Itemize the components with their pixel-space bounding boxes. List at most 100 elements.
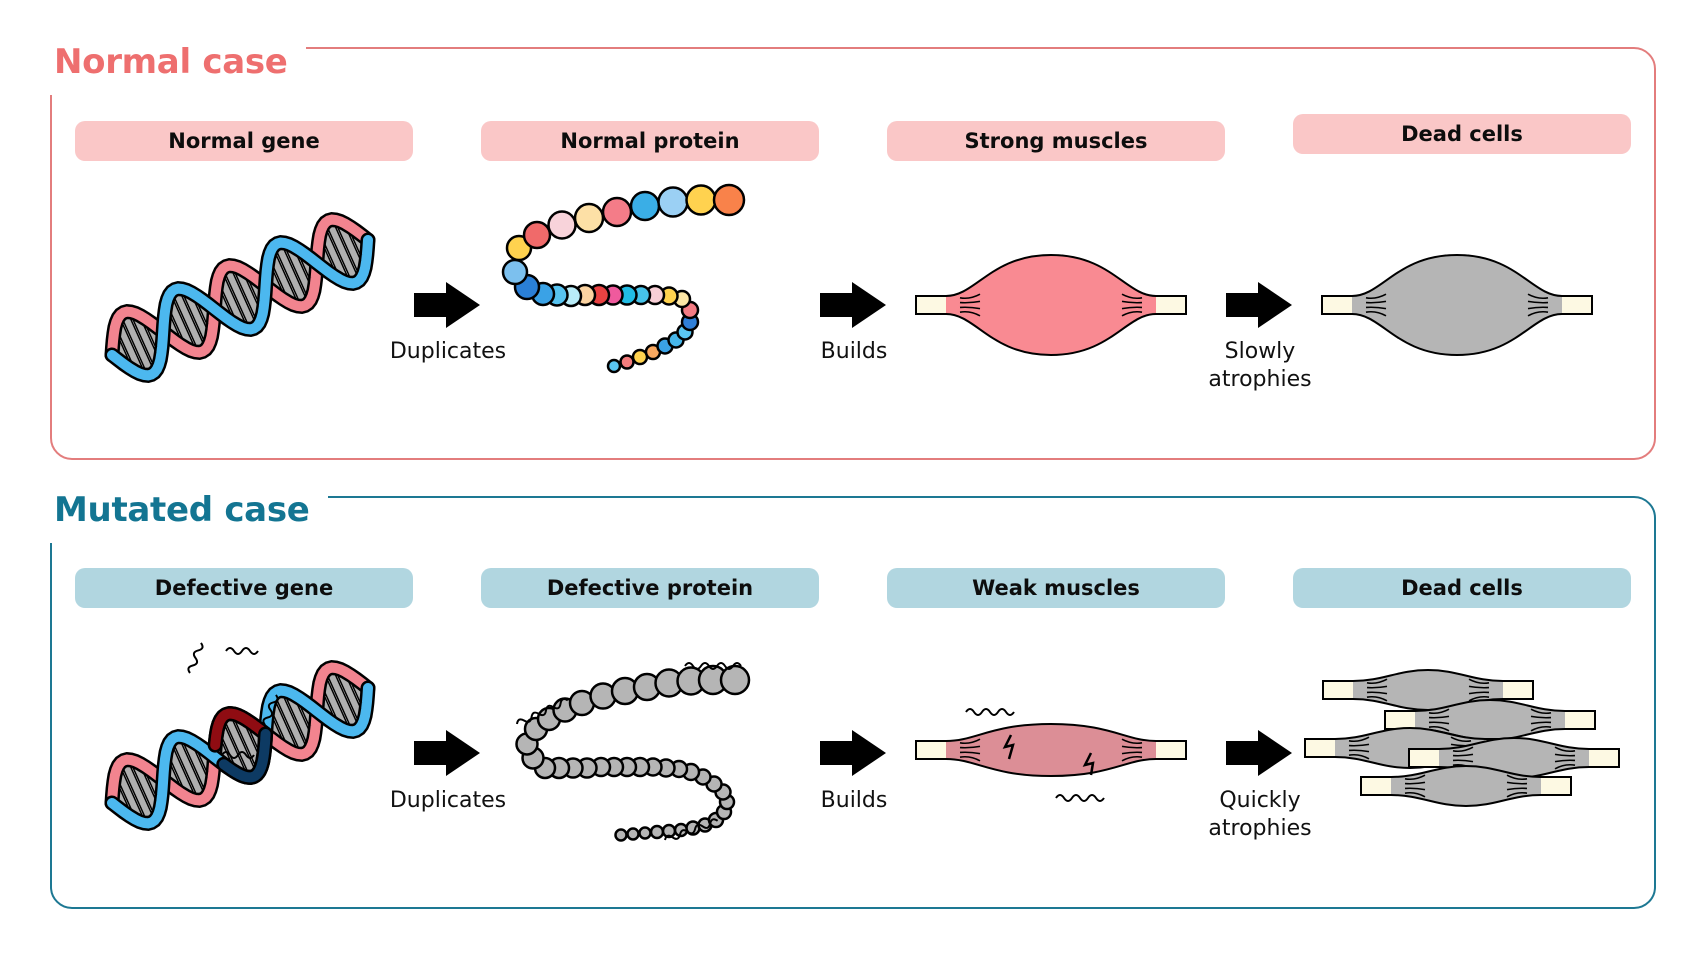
mutated-segment-navy <box>218 729 271 783</box>
muscle-fiber <box>959 310 981 317</box>
muscle-fiber <box>1530 725 1552 732</box>
arrow-right-icon <box>1226 730 1292 776</box>
defective-protein-chain-icon <box>515 662 751 842</box>
muscle-fiber <box>1365 306 1387 310</box>
dna-strand-blue <box>107 235 373 381</box>
muscle-fiber <box>1554 746 1576 753</box>
muscle-fiber <box>1527 310 1549 317</box>
mutated-dna-helix-icon <box>104 642 376 831</box>
vibration-icon <box>221 751 255 759</box>
stage-label-defective-protein: Defective protein <box>481 568 819 608</box>
caption-line: atrophies <box>1208 367 1312 392</box>
amino-acid-bead <box>547 210 577 240</box>
muscle-fiber <box>1365 310 1387 317</box>
strong-muscle <box>915 253 1187 357</box>
muscle-outline <box>945 758 1157 778</box>
arrow-right-icon <box>414 730 480 776</box>
muscle-fiber <box>1348 736 1370 743</box>
arrow-right-icon <box>414 282 480 328</box>
amino-acid-bead <box>712 183 746 217</box>
muscle-fiber <box>1121 300 1143 304</box>
muscle-fiber <box>1530 721 1552 725</box>
amino-acid-bead <box>638 826 652 840</box>
muscle-fiber <box>1452 746 1474 753</box>
stage-label-normal-gene: Normal gene <box>75 121 413 161</box>
muscle-fiber <box>1121 755 1143 762</box>
muscle-fiber <box>1554 763 1576 770</box>
muscle-fiber <box>1506 791 1528 798</box>
weak-muscle <box>915 722 1187 778</box>
stage-label-strong-muscles: Strong muscles <box>887 121 1225 161</box>
muscle-fiber <box>1404 787 1426 791</box>
caption-line: atrophies <box>1208 816 1312 841</box>
muscle-fiber <box>1365 293 1387 300</box>
normal-case-title: Normal case <box>54 38 306 98</box>
muscle-fiber <box>1121 738 1143 745</box>
muscle-outline <box>1352 668 1504 682</box>
mutated-segment-red <box>210 708 271 751</box>
muscle-fiber <box>1121 293 1143 300</box>
muscle-body <box>946 724 1156 776</box>
muscle-fiber <box>1468 695 1490 702</box>
muscle-fiber <box>1468 678 1490 685</box>
stage-label-dead-cells-mutated: Dead cells <box>1293 568 1631 608</box>
stage-label-dead-cells-normal: Dead cells <box>1293 114 1631 154</box>
amino-acid-bead <box>657 186 689 218</box>
muscle-fiber <box>1428 715 1450 719</box>
muscle-fiber <box>959 755 981 762</box>
amino-acid-bead <box>626 827 640 841</box>
base-pair <box>274 242 308 307</box>
arrow-right-icon <box>1226 282 1292 328</box>
muscle-body <box>1352 255 1562 355</box>
amino-acid-bead <box>614 828 628 842</box>
muscle-body <box>1391 766 1541 806</box>
amino-acid-bead <box>501 258 529 286</box>
muscle-fiber <box>1428 725 1450 732</box>
transition-label-quickly-atrophies: Quickly atrophies <box>1190 787 1330 843</box>
muscle-fiber <box>1527 293 1549 300</box>
muscle-fiber <box>1527 300 1549 304</box>
muscle-fiber <box>959 300 981 304</box>
protein-chain-icon <box>501 183 746 374</box>
muscle-fiber <box>1121 310 1143 317</box>
muscle-outline <box>1414 698 1566 712</box>
base-pair <box>223 713 257 778</box>
muscle-fiber <box>1348 753 1370 760</box>
muscle-fiber <box>1506 787 1528 791</box>
atrophied-muscle <box>1321 253 1593 357</box>
muscle-fiber <box>1121 306 1143 310</box>
stage-label-normal-protein: Normal protein <box>481 121 819 161</box>
arrow-right-icon <box>820 282 886 328</box>
base-pair <box>120 759 155 824</box>
muscle-fiber <box>959 306 981 310</box>
mutated-case-panel <box>50 496 1656 909</box>
dna-helix-icon <box>104 212 376 383</box>
muscle-fiber <box>1348 749 1370 753</box>
muscle-fiber <box>1366 691 1388 695</box>
vibration-icon <box>1055 794 1105 802</box>
tear-icon <box>1002 734 1015 760</box>
stage-label-weak-muscles: Weak muscles <box>887 568 1225 608</box>
muscle-fiber <box>1527 306 1549 310</box>
muscle-outline <box>1334 726 1486 740</box>
dna-strand-pink <box>107 214 373 360</box>
base-pair <box>223 265 257 330</box>
muscle-fiber <box>1530 715 1552 719</box>
muscle-fiber <box>1450 736 1472 743</box>
caption-line: Quickly <box>1219 788 1301 813</box>
base-pair <box>172 288 206 353</box>
vibration-icon <box>262 694 279 726</box>
amino-acid-bead <box>685 184 717 216</box>
tear-icon <box>1082 752 1095 776</box>
muscle-outline <box>1351 313 1563 357</box>
dead-muscle-stack-icon <box>1304 668 1620 808</box>
muscle-fiber <box>959 293 981 300</box>
muscle-outline <box>945 313 1157 357</box>
stage-label-defective-gene: Defective gene <box>75 568 413 608</box>
muscle-fiber <box>1366 685 1388 689</box>
muscle-fiber <box>1452 753 1474 757</box>
atrophied-muscle-icon <box>1321 253 1593 357</box>
muscle-fiber <box>1554 759 1576 763</box>
muscle-fiber <box>1404 781 1426 785</box>
amino-acid-bead <box>719 664 751 696</box>
